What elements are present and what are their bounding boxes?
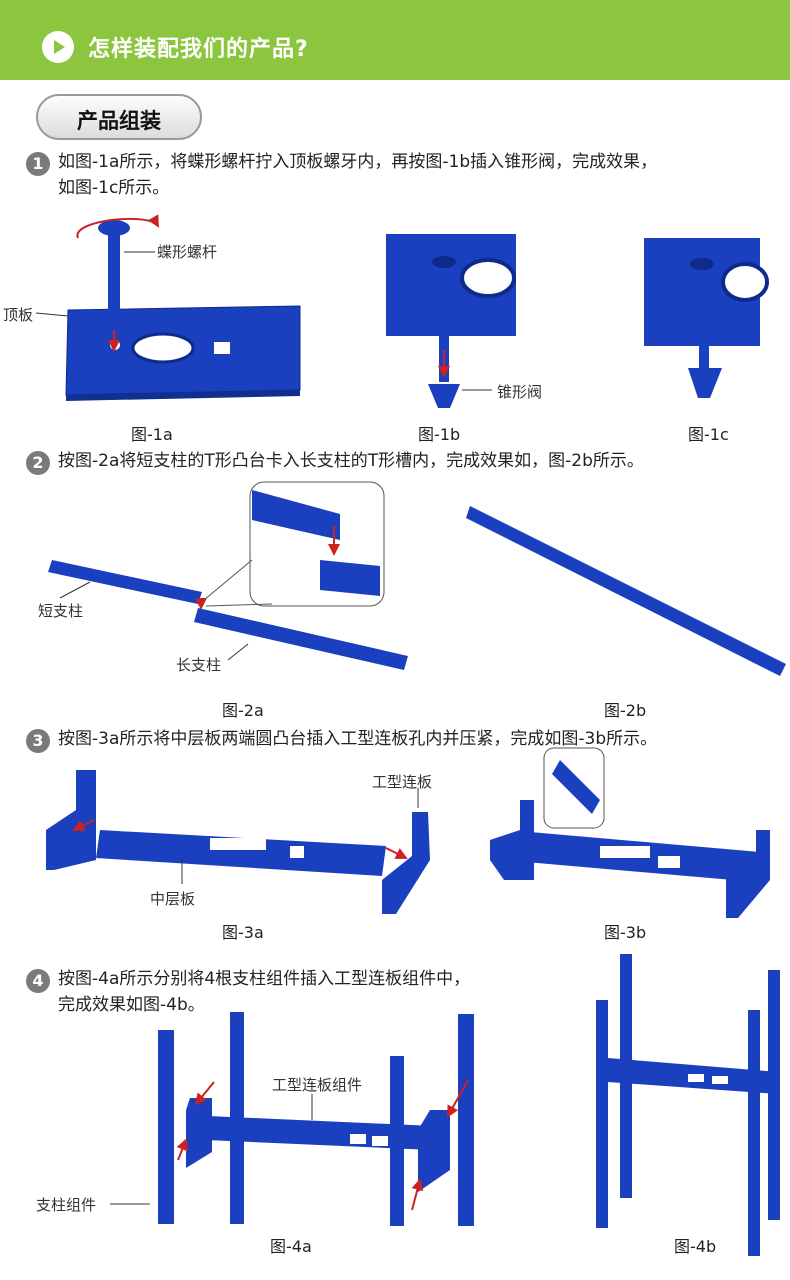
caption-fig-4a: 图-4a [270, 1237, 312, 1256]
caption-fig-2b: 图-2b [604, 701, 647, 720]
caption-fig-4b: 图-4b [674, 1237, 717, 1256]
label-top-plate: 顶板 [3, 306, 34, 324]
fig-1a-drawing [35, 214, 301, 401]
fig-2a-drawing [48, 481, 408, 670]
caption-fig-3b: 图-3b [604, 923, 647, 942]
header-bar: 怎样装配我们的产品? [0, 0, 790, 80]
step-1-badge: 1 [26, 152, 50, 176]
label-butterfly-screw: 蝶形螺杆 [157, 243, 218, 261]
fig-3b-drawing [490, 747, 770, 918]
caption-fig-3a: 图-3a [222, 923, 264, 942]
label-middle-plate: 中层板 [150, 890, 196, 908]
caption-fig-1c: 图-1c [688, 425, 729, 444]
fig-1c-drawing [644, 238, 769, 398]
fig-4b-drawing [596, 954, 780, 1256]
label-cone-valve: 锥形阀 [497, 383, 543, 401]
fig-1b-drawing [386, 234, 516, 408]
label-i-connector: 工型连板 [372, 773, 433, 791]
label-long-post: 长支柱 [176, 656, 222, 674]
step-2-text: 按图-2a将短支柱的T形凸台卡入长支柱的T形槽内，完成效果如，图-2b所示。 [58, 451, 644, 471]
step-2-badge: 2 [26, 451, 50, 475]
caption-fig-2a: 图-2a [222, 701, 264, 720]
caption-fig-1b: 图-1b [418, 425, 461, 444]
caption-fig-1a: 图-1a [131, 425, 173, 444]
step-3-badge: 3 [26, 729, 50, 753]
step-3-text: 按图-3a所示将中层板两端圆凸台插入工型连板孔内并压紧，完成如图-3b所示。 [58, 729, 658, 749]
label-i-connector-assembly: 工型连板组件 [272, 1076, 363, 1094]
label-short-post: 短支柱 [38, 602, 84, 620]
play-icon [42, 31, 74, 63]
step-4-line1: 按图-4a所示分别将4根支柱组件插入工型连板组件中， [58, 969, 471, 989]
section-pill: 产品组装 [36, 94, 202, 140]
label-post-assembly: 支柱组件 [36, 1196, 97, 1214]
fig-3a-drawing [46, 770, 430, 914]
fig-4a-drawing [110, 1012, 474, 1226]
step-1-line1: 如图-1a所示，将蝶形螺杆拧入顶板螺牙内，再按图-1b插入锥形阀，完成效果， [58, 152, 658, 172]
section-pill-label: 产品组装 [77, 109, 161, 133]
step-1-line2: 如图-1c所示。 [58, 178, 170, 198]
page-title: 怎样装配我们的产品? [88, 37, 309, 62]
fig-2b-drawing [466, 506, 786, 676]
step-4-line2: 完成效果如图-4b。 [58, 995, 205, 1015]
step-4-badge: 4 [26, 969, 50, 993]
